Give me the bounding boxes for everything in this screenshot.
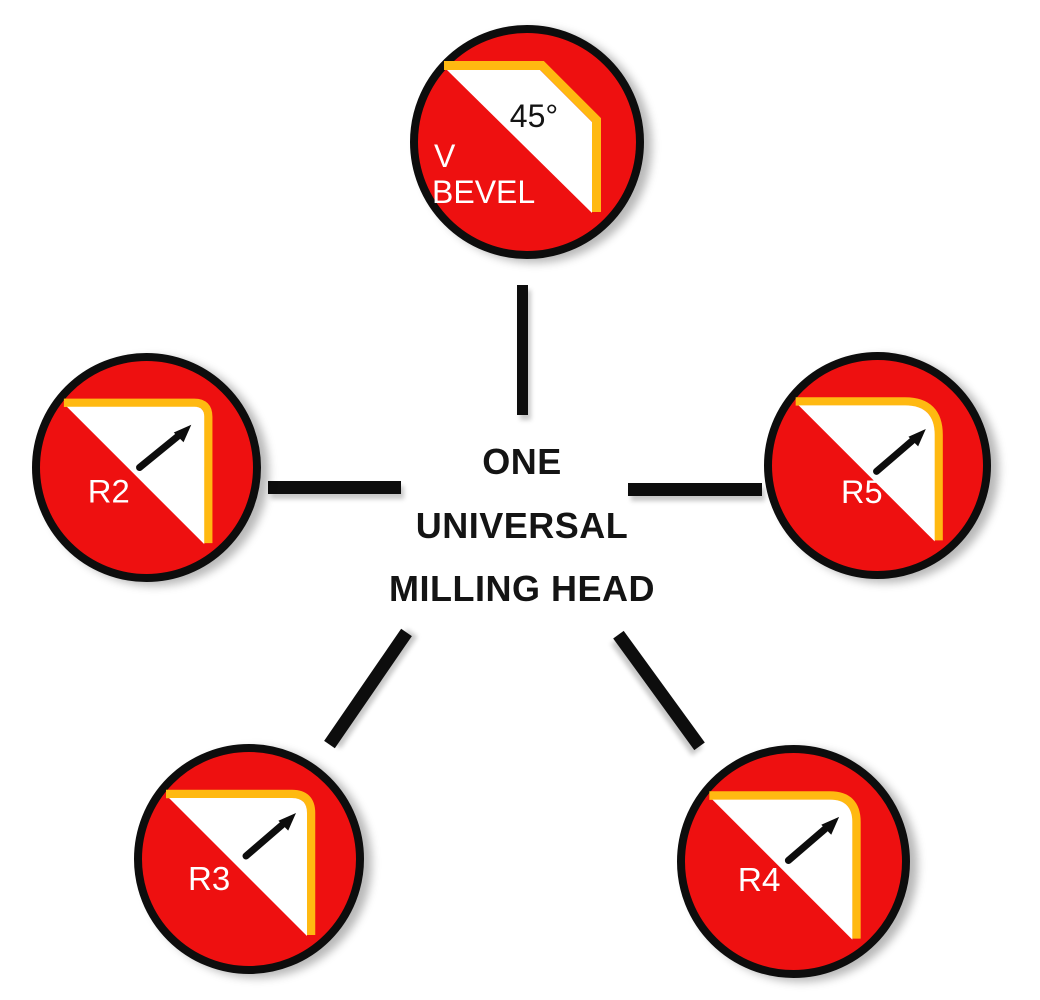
r2-corner-arrowhead <box>173 424 192 443</box>
connector-top <box>517 285 528 415</box>
r4-edge-band <box>709 791 861 939</box>
r5-profile-icon: R5 <box>795 397 943 542</box>
r3-corner-arrow <box>242 821 286 860</box>
badge-r2: R2 <box>32 353 261 582</box>
r3-edge-band <box>166 789 316 935</box>
r5-workpiece-face <box>798 405 935 542</box>
r2-corner-arrow <box>136 433 181 471</box>
connector-left <box>268 481 401 494</box>
headline-line-one: ONE <box>482 441 562 482</box>
headline-line-three: MILLING HEAD <box>389 568 655 609</box>
r2-label: R2 <box>88 472 130 509</box>
connector-bottom-left <box>324 628 412 749</box>
r5-edge-band <box>795 397 943 541</box>
r2-edge-band <box>63 398 213 544</box>
r5-corner-arrow <box>873 437 916 475</box>
v-bevel-profile-icon: 45° V BEVEL <box>432 61 601 213</box>
r3-profile-icon: R3 <box>166 789 316 936</box>
r3-label: R3 <box>188 860 230 897</box>
center-headline: ONE UNIVERSAL MILLING HEAD <box>332 430 712 621</box>
r5-corner-arrowhead <box>908 429 926 447</box>
r3-corner-arrowhead <box>278 813 296 831</box>
badge-v-bevel: 45° V BEVEL <box>410 25 644 259</box>
badge-r4: R4 <box>677 745 910 978</box>
r4-label: R4 <box>738 862 781 899</box>
r4-corner-arrowhead <box>821 816 840 835</box>
bevel-angle-label: 45° <box>510 98 558 134</box>
connector-right <box>628 483 762 496</box>
bevel-label-line2: BEVEL <box>432 174 535 210</box>
badge-r3: R3 <box>134 744 364 974</box>
r2-profile-icon: R2 <box>63 398 213 545</box>
connector-bottom-right <box>613 630 705 751</box>
badge-r5: R5 <box>764 352 991 579</box>
headline-line-two: UNIVERSAL <box>415 504 629 546</box>
r4-corner-arrow <box>784 825 829 865</box>
r4-profile-icon: R4 <box>709 791 861 940</box>
r5-label: R5 <box>841 474 883 510</box>
bevel-label-line1: V <box>434 138 456 174</box>
bevel-edge-band <box>444 61 601 212</box>
bevel-workpiece-face <box>447 70 592 213</box>
